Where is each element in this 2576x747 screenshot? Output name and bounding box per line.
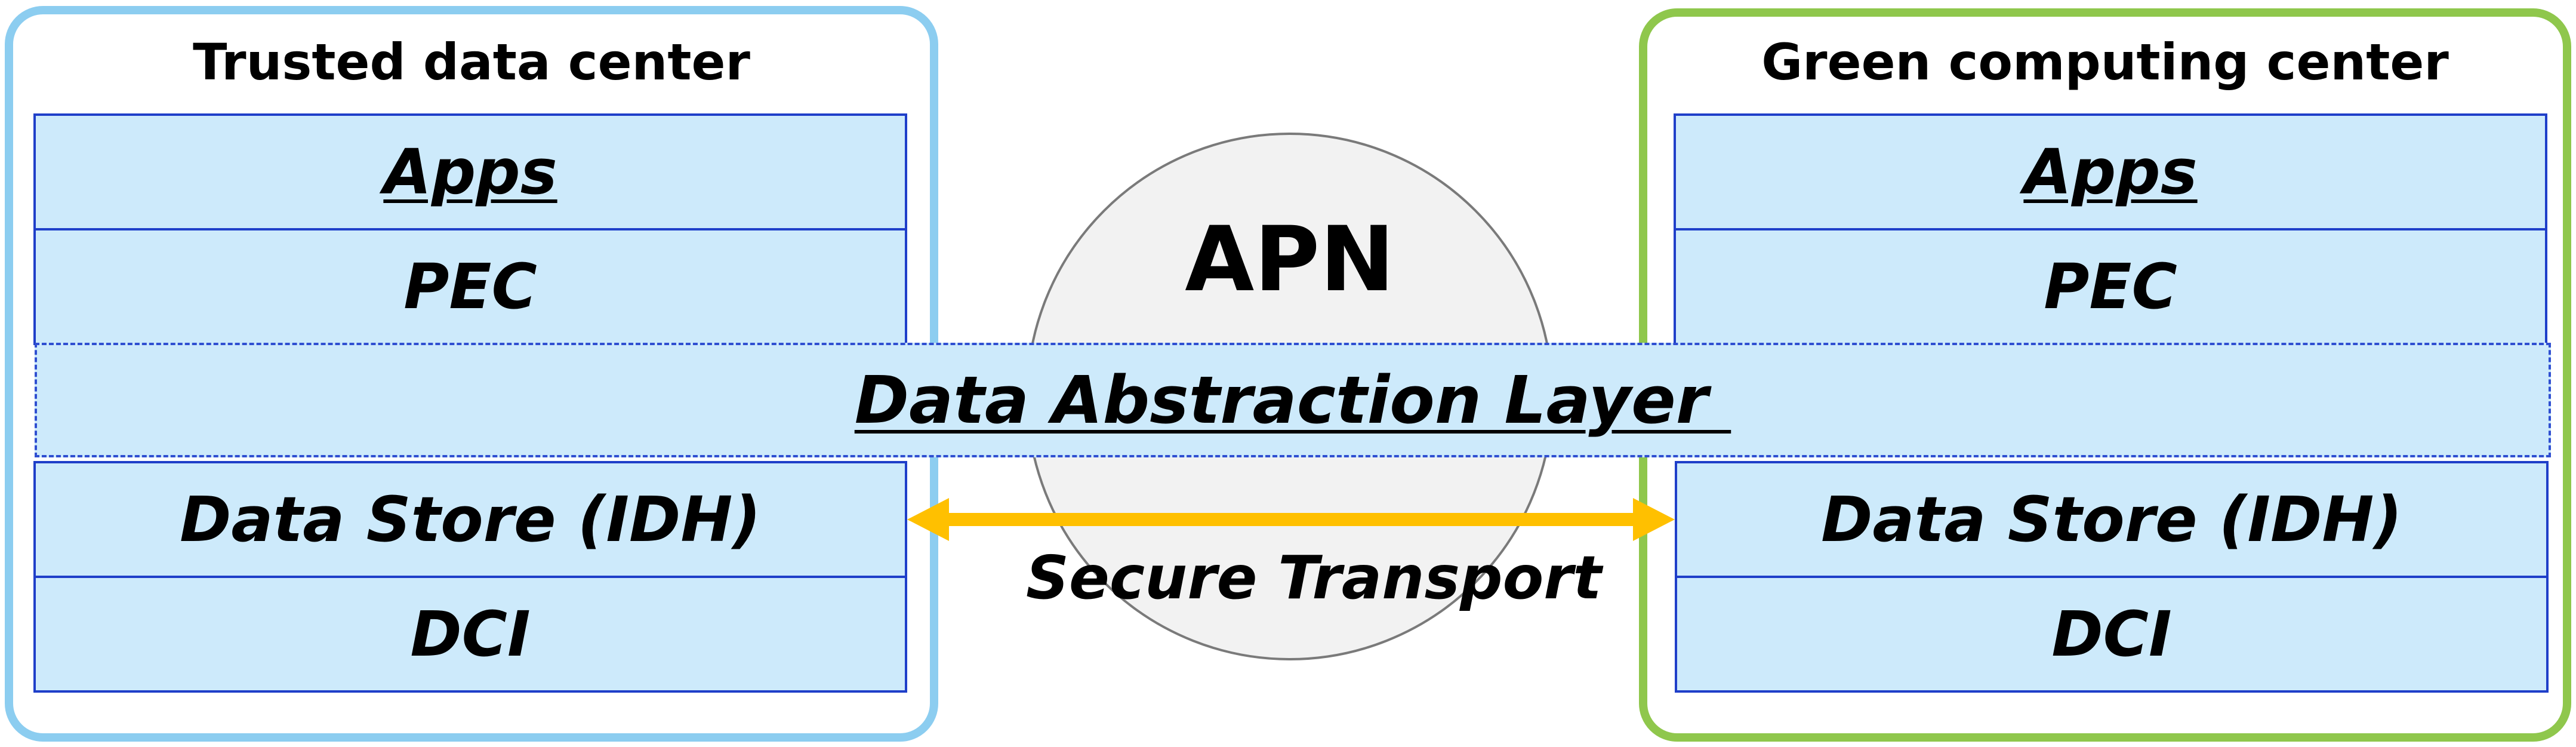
trusted-data-center-title: Trusted data center <box>193 33 750 91</box>
left-layer-pec: PEC <box>33 228 907 345</box>
apn-label: APN <box>1185 208 1395 312</box>
left-layer-dci-label: DCI <box>410 598 531 671</box>
left-layer-dci: DCI <box>33 576 907 693</box>
left-layer-apps-label: Apps <box>383 136 557 208</box>
left-layer-pec-label: PEC <box>403 250 537 323</box>
secure-transport-arrow-head-right <box>1633 498 1675 541</box>
right-layer-data-store-label: Data Store (IDH) <box>1821 483 2402 556</box>
right-layer-apps: Apps <box>1674 113 2547 230</box>
right-layer-dci-label: DCI <box>2051 598 2172 671</box>
green-computing-center-title: Green computing center <box>1761 33 2449 91</box>
right-layer-pec-label: PEC <box>2044 250 2177 323</box>
left-layer-apps: Apps <box>33 113 907 230</box>
right-layer-apps-label: Apps <box>2023 136 2198 208</box>
data-abstraction-layer: Data Abstraction Layer <box>35 343 2551 457</box>
data-abstraction-layer-label: Data Abstraction Layer <box>854 362 1731 438</box>
right-layer-pec: PEC <box>1674 228 2547 345</box>
secure-transport-arrow-head-left <box>907 498 949 541</box>
right-layer-dci: DCI <box>1675 576 2549 693</box>
secure-transport-label: Secure Transport <box>1026 543 1602 613</box>
right-layer-data-store: Data Store (IDH) <box>1675 461 2549 578</box>
left-layer-data-store-label: Data Store (IDH) <box>180 483 761 556</box>
